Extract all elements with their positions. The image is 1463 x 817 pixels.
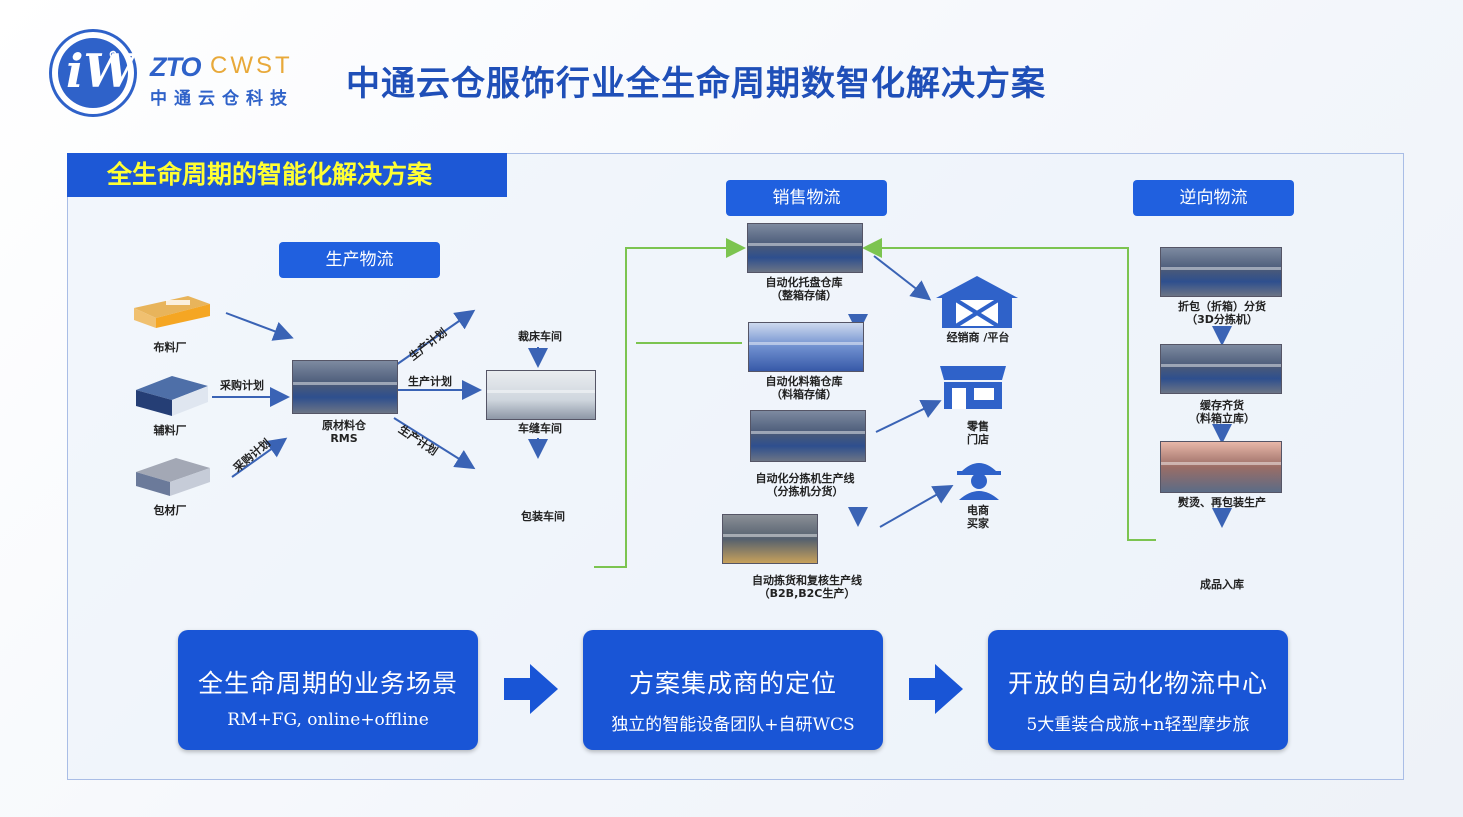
fold-sort-photo (1160, 247, 1282, 297)
open-logistics-center-subtitle: 5大重装合成旅+n轻型摩步旅 (1026, 715, 1250, 735)
integrator-positioning-box: 方案集成商的定位 独立的智能设备团队+自研WCS (583, 630, 883, 750)
barn-store-icon (936, 276, 1018, 328)
ecommerce-label: 电商 (967, 504, 989, 517)
shop-icon (940, 366, 1006, 409)
reverse-logistics-heading: 逆向物流 (1133, 180, 1294, 216)
sorter-line-sublabel: （分拣机分货） (766, 485, 844, 498)
buyer-label: 买家 (967, 517, 989, 530)
integrator-positioning-subtitle: 独立的智能设备团队+自研WCS (611, 715, 855, 735)
ironing-photo (1160, 441, 1282, 493)
buffer-sublabel: （料箱立库） (1189, 412, 1255, 425)
ironing-label: 熨烫、再包装生产 (1178, 496, 1266, 509)
packaging-workshop-label: 包装车间 (521, 510, 565, 523)
raw-material-warehouse-label: 原材料仓 (322, 419, 366, 432)
page-title: 中通云仓服饰行业全生命周期数智化解决方案 (346, 64, 1046, 104)
sorter-line-photo (750, 410, 866, 462)
pallet-warehouse-label: 自动化托盘仓库 (765, 276, 843, 289)
fold-sort-sublabel: （3D分拣机） (1186, 313, 1258, 326)
distributor-label: 经销商 /平台 (946, 331, 1010, 344)
logo-mark: iW (66, 44, 136, 98)
picking-line-photo (722, 514, 818, 564)
open-logistics-center-title: 开放的自动化物流中心 (1007, 669, 1268, 698)
rms-label: RMS (330, 432, 358, 445)
finished-goods-label: 成品入库 (1200, 578, 1244, 591)
pallet-warehouse-photo (747, 223, 863, 273)
buffer-label: 缓存齐货 (1200, 399, 1244, 412)
picking-line-sublabel: （B2B,B2C生产） (758, 587, 856, 600)
open-logistics-center-box: 开放的自动化物流中心 5大重装合成旅+n轻型摩步旅 (988, 630, 1288, 750)
source-packaging-label: 包材厂 (153, 504, 187, 517)
packaging-factory-icon (136, 458, 210, 496)
store-label: 门店 (967, 433, 989, 446)
section-title: 全生命周期的智能化解决方案 (67, 153, 507, 197)
source-accessory-label: 辅料厂 (153, 424, 187, 437)
production-logistics-heading: 生产物流 (279, 242, 440, 278)
business-scenario-box: 全生命周期的业务场景 RM+FG, online+offline (178, 630, 478, 750)
chevron-right-icon (909, 664, 963, 714)
buffer-photo (1160, 344, 1282, 394)
sewing-workshop-photo (486, 370, 596, 420)
fold-sort-label: 折包（折箱）分货 (1178, 300, 1266, 313)
tote-warehouse-label: 自动化料箱仓库 (765, 375, 843, 388)
sorter-line-label: 自动化分拣机生产线 (755, 472, 855, 485)
purchase-plan-label: 采购计划 (220, 379, 264, 392)
chevron-right-icon (504, 664, 558, 714)
buyer-icon (957, 463, 1001, 500)
brand-chinese-name: 中通云仓科技 (150, 89, 294, 109)
tote-warehouse-sublabel: （料箱存储） (771, 388, 837, 401)
sales-logistics-heading: 销售物流 (726, 180, 887, 216)
company-logo: iW CWST (52, 32, 136, 114)
pallet-warehouse-sublabel: （整箱存储） (771, 289, 837, 302)
raw-material-warehouse-photo (292, 360, 398, 414)
brand-zto: ZTO (150, 52, 201, 82)
business-scenario-subtitle: RM+FG, online+offline (227, 710, 429, 730)
tote-warehouse-photo (748, 322, 864, 372)
brand-cwst: CWST (210, 52, 293, 79)
sewing-workshop-label: 车缝车间 (518, 422, 562, 435)
accessory-factory-icon (136, 376, 208, 416)
retail-label: 零售 (967, 420, 989, 433)
cutting-workshop-label: 裁床车间 (518, 330, 562, 343)
integrator-positioning-title: 方案集成商的定位 (628, 669, 837, 698)
source-fabric-label: 布料厂 (153, 341, 187, 354)
production-plan-label-mid: 生产计划 (408, 375, 452, 388)
business-scenario-title: 全生命周期的业务场景 (197, 669, 458, 698)
fabric-factory-icon (134, 296, 210, 328)
picking-line-label: 自动拣货和复核生产线 (752, 574, 862, 587)
